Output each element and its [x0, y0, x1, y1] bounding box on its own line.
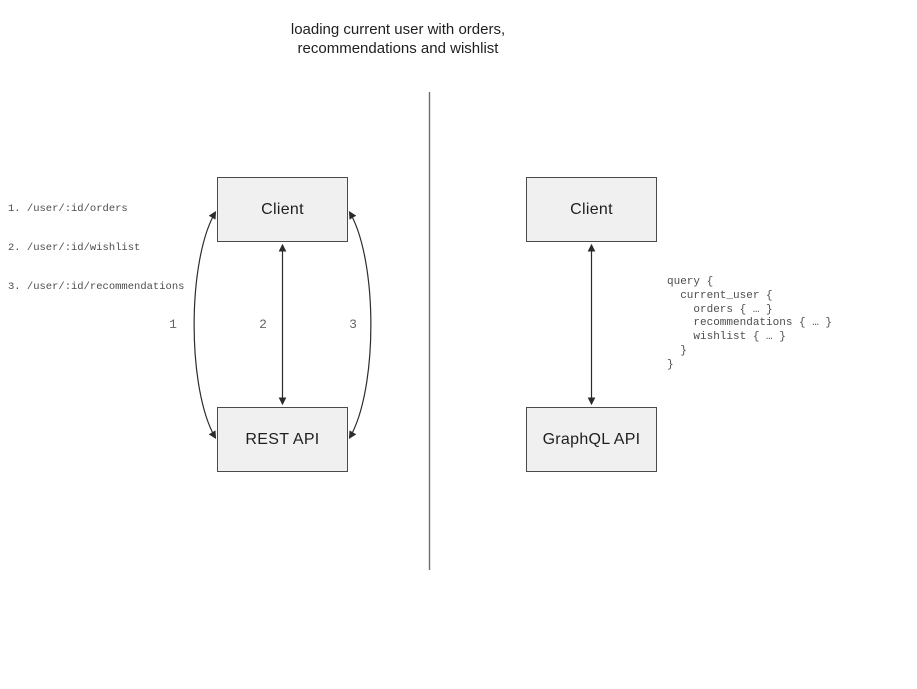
arrow-label-1: 1	[169, 317, 177, 332]
endpoint-item: 3. /user/:id/recommendations	[8, 281, 185, 293]
rest-api-box: REST API	[217, 407, 348, 472]
endpoint-item: 2. /user/:id/wishlist	[8, 242, 141, 254]
diagram-title: loading current user with orders, recomm…	[290, 21, 506, 57]
arrow-label-2: 2	[259, 317, 267, 332]
endpoint-item: 1. /user/:id/orders	[8, 203, 128, 215]
client-box-rest: Client	[217, 177, 348, 242]
graphql-query-code: query { current_user { orders { … } reco…	[667, 276, 833, 371]
curved-arrow-1	[193, 210, 217, 440]
curved-arrow-3	[348, 210, 372, 440]
client-box-graphql: Client	[526, 177, 657, 242]
client-box-graphql-label: Client	[570, 200, 613, 218]
arrow-label-3: 3	[349, 317, 357, 332]
rest-endpoints-list: 1. /user/:id/orders 2. /user/:id/wishlis…	[8, 177, 184, 320]
rest-api-box-label: REST API	[245, 430, 320, 448]
graphql-api-box: GraphQL API	[526, 407, 657, 472]
graphql-api-box-label: GraphQL API	[542, 430, 641, 448]
client-box-rest-label: Client	[261, 200, 304, 218]
